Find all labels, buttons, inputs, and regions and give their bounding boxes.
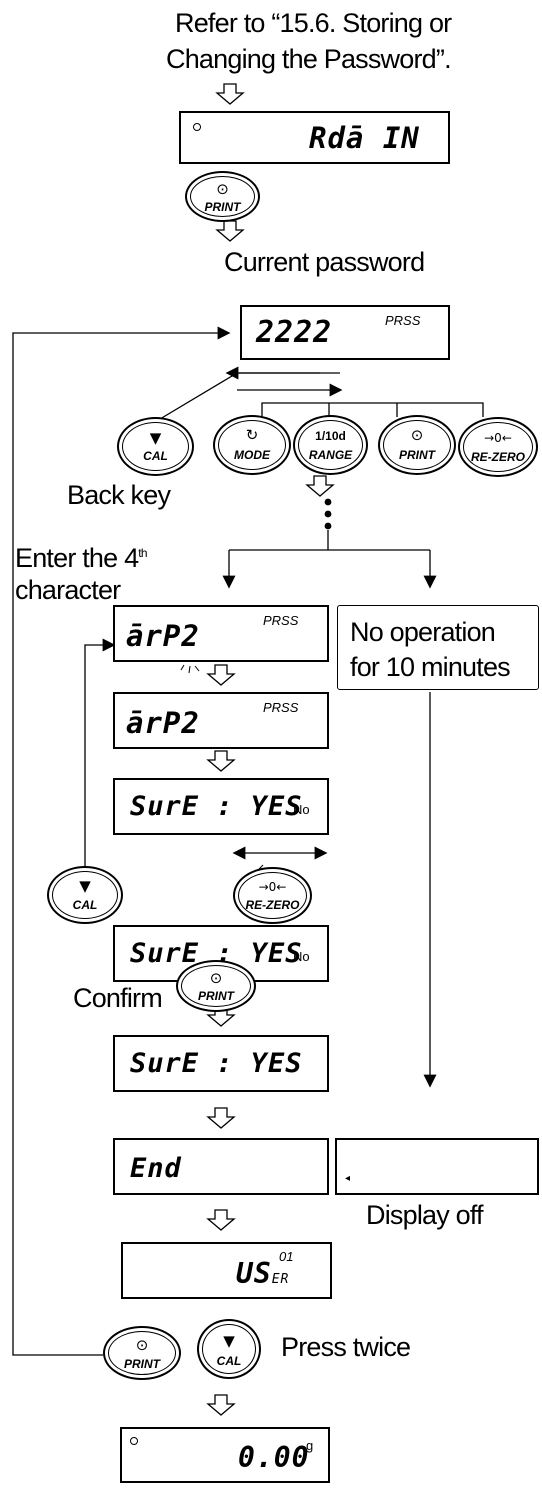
display-sure-yes-no: SurE : YES No (113, 778, 329, 835)
print-key-label: PRINT (124, 1357, 160, 1371)
confirm-label: Confirm (73, 983, 163, 1013)
range-key-label: RANGE (308, 448, 353, 462)
print-key-label: PRINT (399, 448, 435, 462)
enter-4th-label-line1: Enter the 4th (15, 543, 148, 573)
print-icon: ⊙ (209, 969, 223, 987)
zero-arrows-icon: →0← (484, 431, 512, 445)
zero-arrows-icon: →0← (258, 880, 287, 894)
no-indicator: No (293, 802, 310, 817)
no-operation-box: No operation for 10 minutes (337, 605, 539, 690)
mode-key-label: MODE (234, 448, 270, 462)
display-new-password-blink: ārP2 PRSS (113, 605, 329, 662)
range-key[interactable]: 1/10d RANGE (293, 415, 368, 475)
header-line-1: Refer to “15.6. Storing or (175, 8, 452, 38)
no-operation-line1: No operation (350, 617, 496, 647)
print-key-row[interactable]: ⊙ PRINT (378, 415, 456, 475)
cal-key-label: CAL (143, 449, 168, 463)
display-admin: Rdā IN (179, 111, 450, 164)
new-password-text: ārP2 (126, 706, 200, 740)
display-off-box: ◂ (335, 1138, 539, 1195)
press-twice-label: Press twice (281, 1332, 411, 1362)
rezero-key-label: RE-ZERO (245, 898, 300, 912)
weight-value: 0.00 (238, 1441, 310, 1474)
display-end: End (113, 1138, 329, 1195)
current-password-label: Current password (224, 247, 425, 277)
hollow-arrows (206, 83, 335, 1416)
user-text: USER (236, 1257, 290, 1290)
back-key-label: Back key (67, 480, 171, 510)
display-user: USER 01 (121, 1242, 332, 1299)
pass-indicator: PRSS (263, 613, 299, 628)
rezero-key-toggle[interactable]: →0← RE-ZERO (233, 867, 312, 924)
pass-indicator: PRSS (263, 700, 299, 715)
print-key-bottom[interactable]: ⊙ PRINT (103, 1326, 181, 1380)
print-key[interactable]: ⊙ PRINT (185, 171, 260, 222)
unit-label: g (306, 1438, 314, 1453)
stable-indicator (193, 123, 201, 131)
user-index: 01 (279, 1249, 294, 1264)
sure-yes-text: SurE : YES (130, 791, 303, 822)
rezero-key[interactable]: →0← RE-ZERO (458, 417, 538, 477)
stable-indicator (130, 1437, 138, 1445)
print-icon: ⊙ (410, 426, 424, 444)
down-triangle-icon: ▼ (149, 429, 162, 447)
sure-yes-text: SurE : YES (130, 1048, 303, 1079)
down-triangle-icon: ▼ (223, 1332, 235, 1350)
cal-key-bottom[interactable]: ▼ CAL (197, 1319, 261, 1379)
rezero-key-label: RE-ZERO (471, 450, 525, 464)
cal-key-label: CAL (216, 1354, 242, 1368)
cal-key-return[interactable]: ▼ CAL (47, 866, 123, 924)
new-password-text: ārP2 (126, 619, 200, 653)
current-password-digits: 2222 (256, 315, 333, 350)
print-icon: ⊙ (135, 1336, 149, 1354)
no-indicator: No (293, 949, 310, 964)
display-sure-yes-confirmed: SurE : YES (113, 1035, 329, 1092)
display-new-password: ārP2 PRSS (113, 692, 329, 749)
print-key-confirm[interactable]: ⊙ PRINT (176, 960, 256, 1012)
range-key-top-label: 1/10d (315, 429, 346, 443)
cal-key[interactable]: ▼ CAL (117, 417, 194, 476)
print-key-label: PRINT (198, 989, 234, 1003)
down-triangle-icon: ▼ (79, 877, 91, 895)
print-key-label: PRINT (204, 200, 241, 214)
cal-key-label: CAL (72, 898, 98, 912)
left-triangle-icon: ◂ (345, 1173, 351, 1184)
mode-key[interactable]: ↻ MODE (213, 415, 291, 475)
continuation-dots (324, 498, 332, 530)
pass-indicator: PRSS (385, 313, 421, 328)
end-text: End (130, 1153, 182, 1184)
enter-4th-label-line2: character (15, 575, 121, 605)
display-current-password: 2222 PRSS (240, 305, 450, 360)
display-weight: 0.00 g (120, 1427, 330, 1483)
no-operation-line2: for 10 minutes (350, 652, 511, 682)
display-off-label: Display off (366, 1200, 484, 1230)
header-line-2: Changing the Password”. (166, 44, 452, 74)
print-icon: ⊙ (216, 180, 229, 198)
display-admin-text: Rdā IN (309, 121, 420, 155)
refresh-icon: ↻ (245, 426, 259, 444)
